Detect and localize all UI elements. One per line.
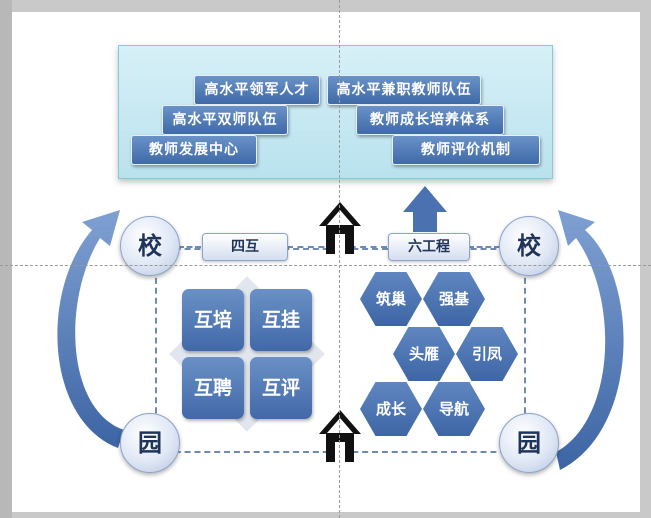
goal-tag: 教师评价机制	[392, 135, 540, 165]
park-node: 园	[499, 413, 559, 473]
mutual-item: 互挂	[250, 289, 312, 351]
curved-arrow-icon	[57, 210, 124, 448]
goal-tag: 教师发展中心	[131, 135, 257, 165]
goal-tag: 高水平双师队伍	[162, 105, 288, 135]
curved-arrow-icon	[556, 210, 624, 470]
goal-tag: 教师成长培养体系	[356, 105, 504, 135]
project-hex: 头雁	[393, 327, 455, 381]
guide-line-vertical	[339, 0, 340, 518]
mutual-item: 互聘	[182, 357, 244, 419]
four-mutual-label: 四互	[202, 233, 288, 261]
goal-tag: 高水平领军人才	[194, 75, 320, 105]
six-projects-label: 六工程	[388, 233, 470, 261]
project-hex: 引凤	[456, 327, 518, 381]
up-arrow-icon	[403, 186, 447, 232]
connector	[468, 246, 500, 248]
project-hex: 成长	[360, 382, 422, 436]
goal-tag: 高水平兼职教师队伍	[327, 75, 481, 105]
left-margin	[0, 0, 12, 518]
house-icon	[318, 200, 362, 256]
school-node: 校	[499, 216, 559, 276]
project-hex: 筑巢	[360, 272, 422, 326]
house-icon	[318, 408, 362, 464]
connector	[178, 246, 201, 248]
school-node: 校	[120, 216, 180, 276]
project-hex: 导航	[423, 382, 485, 436]
mutual-item: 互评	[250, 357, 312, 419]
mutual-item: 互培	[182, 289, 244, 351]
goals-panel: 高水平领军人才 高水平双师队伍 教师发展中心 高水平兼职教师队伍 教师成长培养体…	[118, 45, 553, 179]
project-hex: 强基	[423, 272, 485, 326]
guide-line-horizontal	[0, 265, 651, 266]
park-node: 园	[120, 413, 180, 473]
four-mutual-group: 互培 互挂 互聘 互评	[169, 276, 325, 432]
